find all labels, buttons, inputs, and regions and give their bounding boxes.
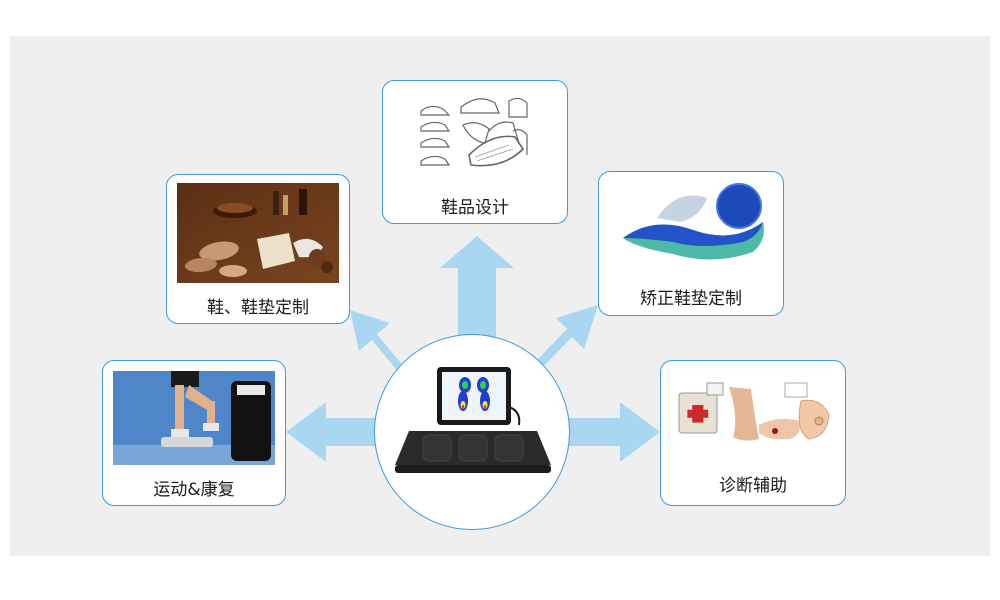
card-label: 矫正鞋垫定制 bbox=[599, 284, 783, 309]
arrow-up bbox=[440, 236, 514, 345]
shoe-sketch-image bbox=[413, 91, 539, 185]
shoemaking-workbench-image bbox=[177, 183, 339, 283]
card-shoe-design[interactable]: 鞋品设计 bbox=[382, 80, 568, 224]
arrow-right bbox=[566, 402, 660, 462]
diabetic-foot-image bbox=[673, 373, 835, 453]
card-orthotic-insole[interactable]: 矫正鞋垫定制 bbox=[598, 171, 784, 316]
card-label: 运动&康复 bbox=[103, 475, 285, 500]
arrow-left bbox=[286, 402, 380, 462]
card-sports-rehab[interactable]: 运动&康复 bbox=[102, 360, 286, 506]
orthotic-insole-image bbox=[617, 178, 767, 272]
balance-training-image bbox=[113, 371, 275, 465]
card-diagnosis[interactable]: 诊断辅助 bbox=[660, 360, 846, 506]
card-custom-shoe-insole[interactable]: 鞋、鞋垫定制 bbox=[166, 174, 350, 324]
card-label: 诊断辅助 bbox=[661, 471, 845, 496]
hub-circle bbox=[374, 334, 570, 530]
card-label: 鞋、鞋垫定制 bbox=[167, 293, 349, 318]
card-label: 鞋品设计 bbox=[383, 193, 567, 218]
plantar-pressure-platform-icon bbox=[375, 335, 571, 531]
